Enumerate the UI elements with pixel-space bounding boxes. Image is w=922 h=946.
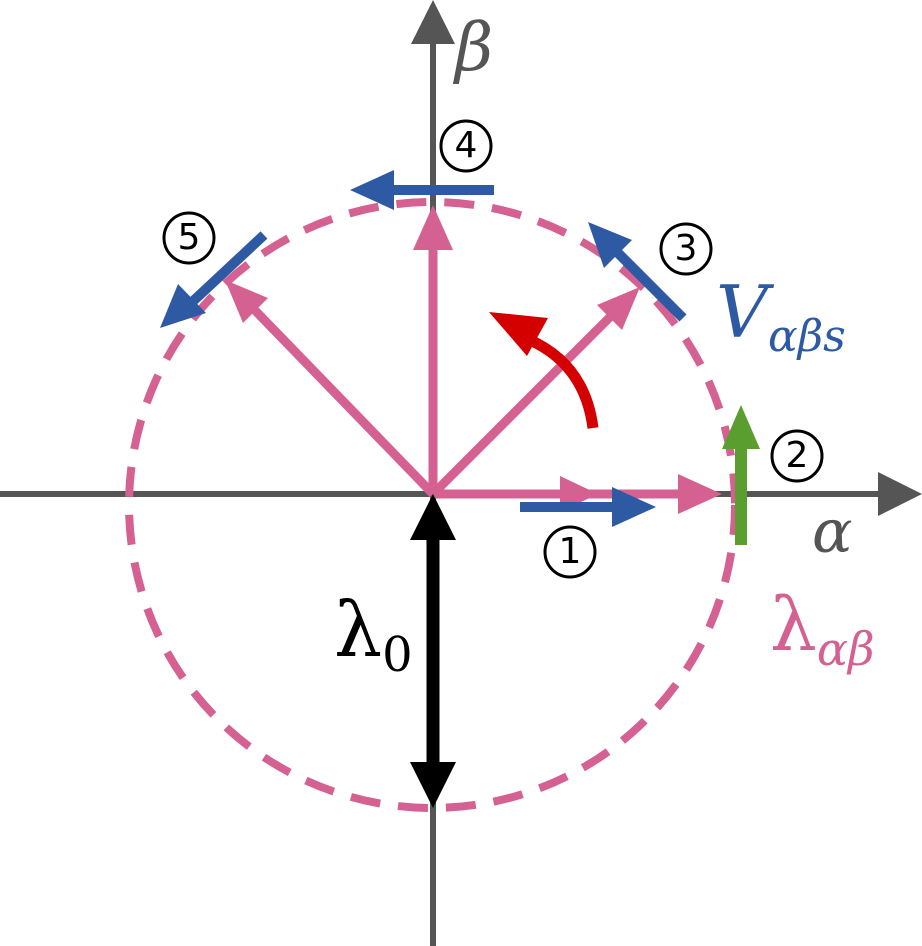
step-marker-digit: 2 [785,435,809,476]
voltage-arrow-5-head [160,284,206,328]
flux-vectors [225,205,722,514]
step-marker-1-circle [543,525,597,579]
lambda0-double-arrow [410,494,456,808]
step-marker-digit: 1 [558,531,582,572]
flux-vector-1-arrowhead [678,474,722,514]
lambda0-sub: 0 [382,627,413,684]
v-alphabeta-s-main: V [716,270,768,354]
rotation-arrow [489,312,599,429]
step-marker-3-circle [659,222,713,276]
lambda-alphabeta-label: λαβ [770,588,875,672]
flux-vector-3 [429,303,624,498]
voltage-arrow-1-head [612,487,656,527]
alpha-axis-arrowhead [878,472,922,516]
flux-vector-5-arrowhead [225,280,268,323]
step-marker-2-circle [770,429,824,483]
step-marker-4-circle [439,119,493,173]
step-marker-digit: 3 [674,228,698,269]
step-marker-digit: 5 [177,217,201,258]
voltage-arrow-4-head [350,170,394,210]
step-marker-digit: 4 [454,125,478,166]
step-marker-5-circle [162,211,216,265]
flux-vector-4-arrowhead [413,205,453,250]
lambda-alphabeta-main: λ [770,582,817,668]
flux-vector-5 [241,296,437,498]
beta-axis-arrowhead [411,0,455,44]
lambda0-main: λ [334,585,383,674]
v-alphabeta-s-label: Vαβs [716,276,846,359]
voltage-arrow-3-head [588,222,632,268]
lambda-alphabeta-sub: αβ [816,621,875,676]
green-arrow-step-2 [722,405,760,545]
lambda0-label: λ0 [334,592,413,680]
voltage-arrow-3 [608,243,687,322]
v-alphabeta-s-sub: αβs [768,311,846,363]
voltage-vectors [160,170,687,527]
voltage-arrow-5 [186,231,268,308]
alpha-axis-label: α [812,497,853,567]
flux-vector-3-arrowhead [597,287,640,330]
beta-axis-label: β [455,9,494,86]
